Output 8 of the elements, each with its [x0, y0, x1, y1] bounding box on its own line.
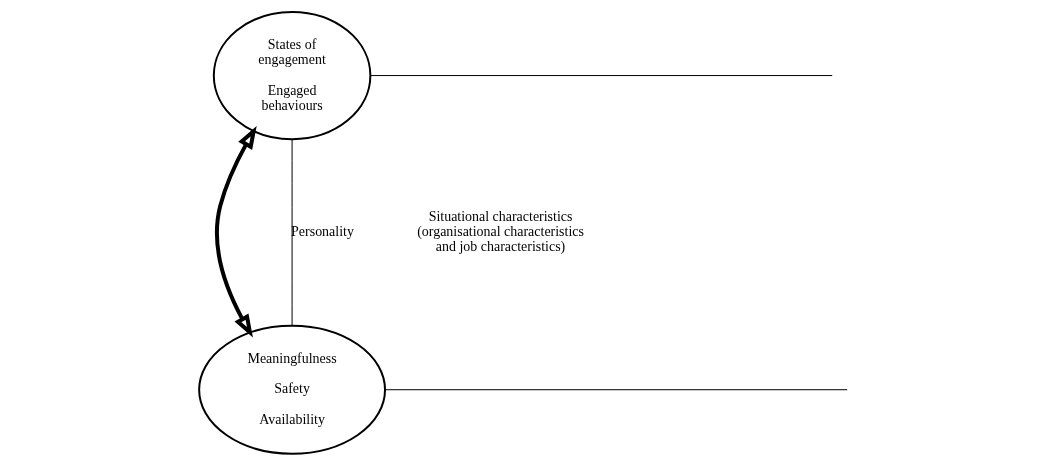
node-ellipse: States of engagement Engaged behaviours: [212, 10, 371, 141]
connector: [291, 138, 293, 326]
connector: [369, 75, 833, 77]
edge-label: Personality: [290, 223, 354, 239]
node-ellipse: Meaningfulness Safety Availability: [197, 324, 386, 455]
arrow: [214, 126, 257, 338]
connector: [384, 389, 848, 391]
label: Situational characteristics (organisational characteristics and job characteristics): [416, 209, 584, 254]
